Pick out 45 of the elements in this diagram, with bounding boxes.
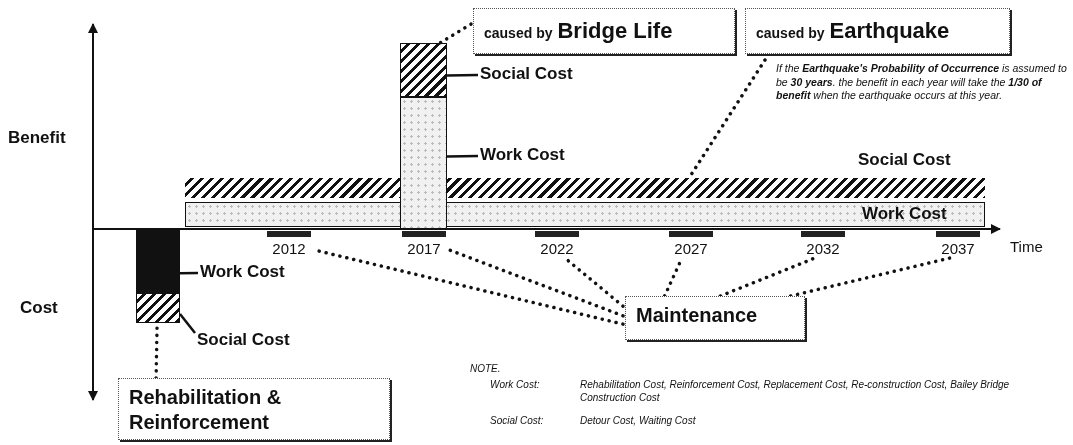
year-label: 2032 [798,240,848,258]
leader-line [447,73,478,77]
callout-box [473,8,735,54]
cost-label: Work Cost [200,262,300,284]
axis-label: Cost [20,298,58,318]
note-text: If the Earthquake's Probability of Occurrence is assumed to be 30 years. the benefit in each year will take the 1/30 of benefit when the earthquake occurs at this year. [776,62,1068,103]
callout-title: Rehabilitation & Reinforcement [129,385,283,435]
note-term: Work Cost: [490,378,540,391]
leader-line [179,313,196,334]
note-term: Social Cost: [490,414,544,427]
cost-label: Social Cost [197,330,307,352]
callout-box [625,296,805,340]
callout-box [118,378,390,440]
year-label: 2012 [264,240,314,258]
cost-label: Social Cost [858,150,951,170]
cost-label: Work Cost [862,204,947,224]
shaded-bar-segment [400,97,447,229]
callout-title: Earthquake [829,18,950,43]
axis-label: Time [1010,238,1043,255]
axis-label: Benefit [8,128,66,148]
note-text: Rehabilitation Cost, Reinforcement Cost, Replacement Cost, Re-construction Cost, Bailey Bridge Construction Cost [580,378,1011,404]
leader-line [788,256,952,298]
callout-title: Maintenance [636,303,759,328]
hatched-bar-segment [400,43,447,97]
leader-line [447,154,478,158]
leader-line [447,248,625,318]
year-label: 2017 [399,240,449,258]
leader-line [718,256,817,298]
year-label: 2022 [532,240,582,258]
note-text: Detour Cost, Waiting Cost [580,414,696,427]
cost-label: Work Cost [480,145,580,167]
year-label: 2027 [666,240,716,258]
leader-line [180,271,198,275]
year-label: 2037 [933,240,983,258]
callout-box [745,8,1010,54]
hatched-bar-segment [136,293,180,323]
solid-bar-segment [136,229,180,293]
callout-prefix: caused by [484,25,553,41]
hatched-bar-segment [185,178,985,198]
shaded-bar-segment [185,202,985,227]
note-heading: NOTE. [470,362,501,375]
callout-title: Bridge Life [557,18,673,43]
callout-prefix: caused by [756,25,825,41]
cost-label: Social Cost [480,64,580,86]
leader-line [438,22,473,45]
